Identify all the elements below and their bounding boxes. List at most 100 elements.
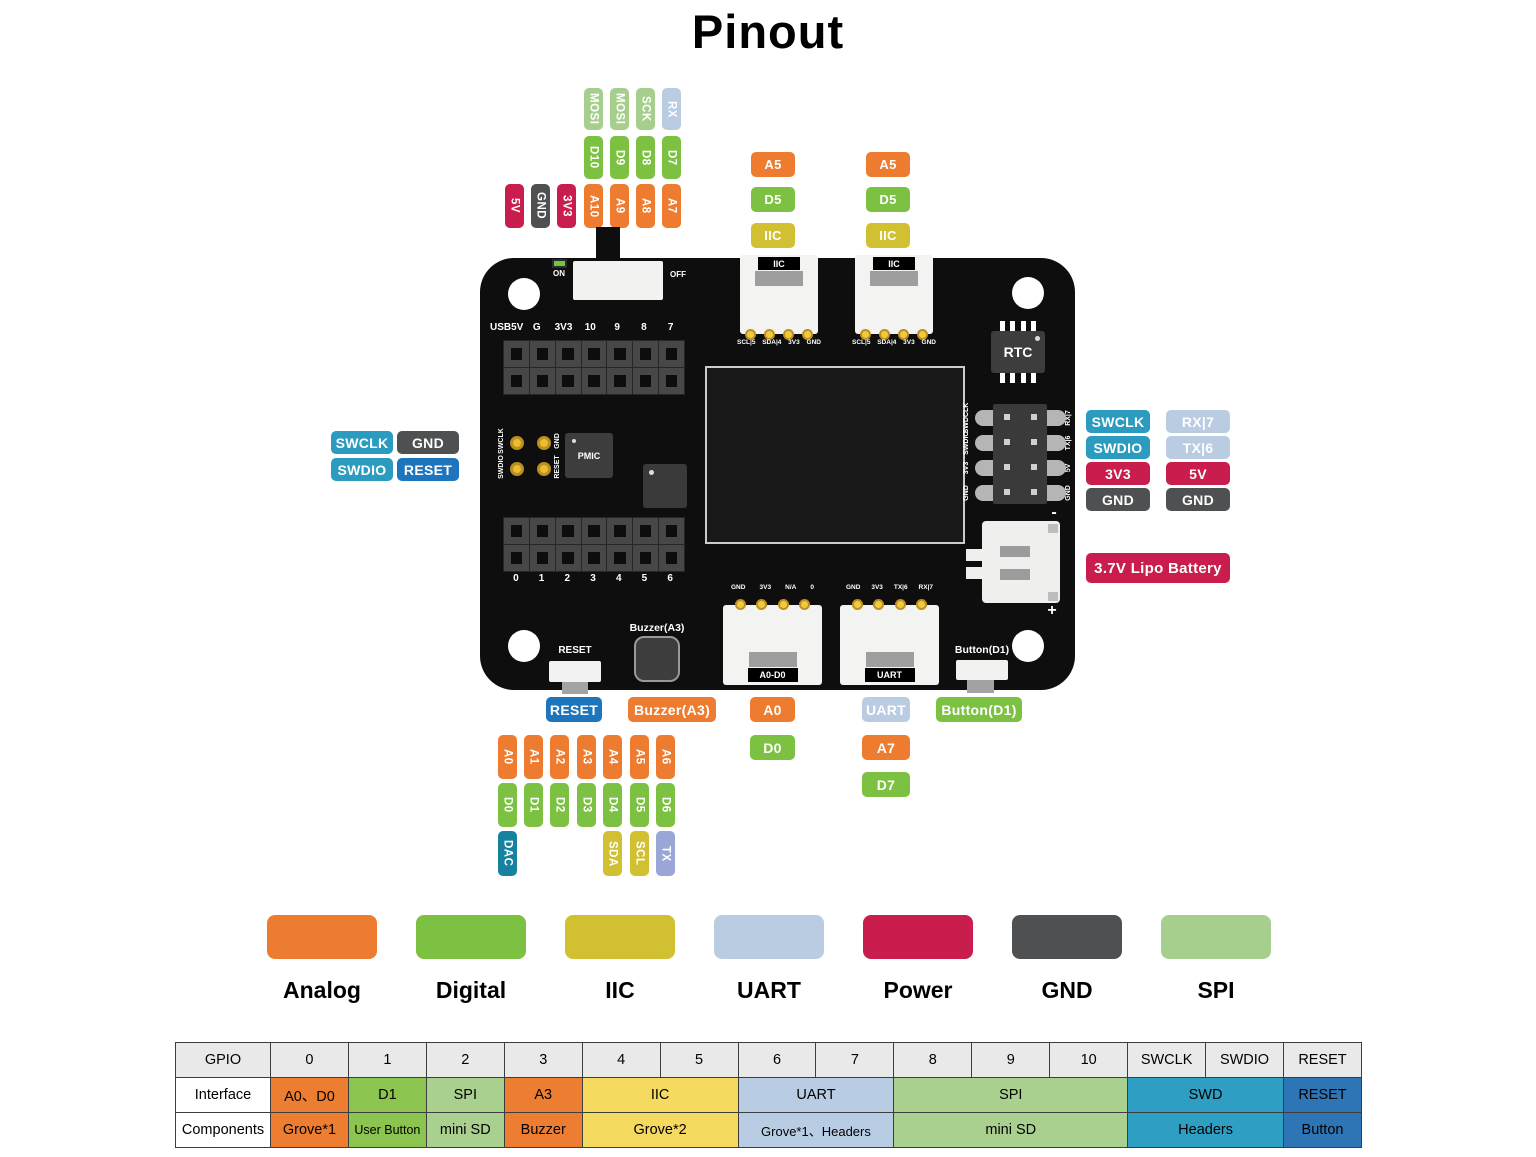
pin-pill-a7: A7 [662, 184, 681, 228]
hdr-label: 3 [590, 573, 596, 584]
pill-swclk-r: SWCLK [1086, 410, 1150, 433]
pin-hole [993, 454, 1020, 479]
pin-hole [555, 545, 581, 571]
chip-dot [572, 439, 576, 443]
pin-hole [633, 368, 659, 394]
user-button-tab [967, 680, 994, 693]
hdr-label: 0 [513, 573, 519, 584]
pill-gnd-r1: GND [1086, 488, 1150, 511]
pin-hole [581, 341, 607, 367]
pill-tx6: TX|6 [1166, 436, 1230, 459]
legend-label: Power [883, 977, 953, 1003]
grove-iic-tag: IIC [873, 257, 915, 270]
hdr-label: USB5V [490, 322, 524, 333]
legend-label: SPI [1197, 977, 1235, 1003]
pill-gnd: GND [397, 431, 459, 454]
header-pad [1046, 435, 1066, 451]
table-cell: IIC [581, 1077, 739, 1113]
legend-label: GND [1041, 977, 1093, 1003]
pin-hole [1020, 429, 1047, 454]
pin-header-bottom [503, 517, 685, 572]
pill-buzzer: Buzzer(A3) [628, 697, 716, 722]
table-cell: Components [175, 1112, 271, 1148]
hdr-label: 6 [667, 573, 673, 584]
table-cell: User Button [347, 1112, 427, 1148]
header-pad [1046, 410, 1066, 426]
pin-hole [993, 479, 1020, 504]
pin-hole [529, 341, 555, 367]
table-cell: mini SD [425, 1112, 505, 1148]
table-cell: UART [737, 1077, 895, 1113]
table-cell: GPIO [175, 1042, 271, 1078]
user-button [956, 660, 1008, 680]
hdr-label: 10 [584, 322, 596, 333]
pin-hole [659, 368, 684, 394]
buzzer-label: Buzzer(A3) [629, 622, 685, 634]
swd-pad [537, 462, 551, 476]
pill-swclk: SWCLK [331, 431, 393, 454]
table-cell: 3 [503, 1042, 583, 1078]
legend-spi: SPI [1161, 915, 1271, 1004]
pin-hole [607, 545, 633, 571]
pin-hole [633, 545, 659, 571]
iic1-pill-a5: A5 [751, 152, 795, 177]
pin-pill-ba4: A4 [603, 735, 622, 779]
reset-button-tab [562, 682, 588, 694]
rtc-legs-bottom [991, 373, 1045, 383]
pin-pill-bd5: D5 [630, 783, 649, 827]
display-area [705, 366, 965, 544]
iic2-pill-d5: D5 [866, 187, 910, 212]
pin-hole [504, 341, 529, 367]
pin-pill-ba1: A1 [524, 735, 543, 779]
battery-prong [966, 549, 984, 561]
legend-swatch [1161, 915, 1271, 959]
pin-hole [659, 518, 684, 544]
table-cell: SPI [425, 1077, 505, 1113]
header-pad [975, 410, 995, 426]
table-header-row: GPIO 0 1 2 3 4 5 6 7 8 9 10 SWCLK SWDIO … [175, 1042, 1363, 1078]
legend-label: UART [737, 977, 801, 1003]
pin-pill-ba5: A5 [630, 735, 649, 779]
pill-a0: A0 [750, 697, 795, 722]
mount-hole [1012, 277, 1044, 309]
legend-digital: Digital [416, 915, 526, 1004]
user-button-label: Button(D1) [954, 644, 1010, 656]
pin-hole [529, 545, 555, 571]
header-pad [975, 460, 995, 476]
pin-pill-bd0: D0 [498, 783, 517, 827]
switch-tab [596, 227, 620, 259]
hdr-label: 3V3 [554, 322, 573, 333]
grove-iic-tag: IIC [758, 257, 800, 270]
battery-prong [966, 567, 984, 579]
gpio-table: GPIO 0 1 2 3 4 5 6 7 8 9 10 SWCLK SWDIO … [175, 1042, 1363, 1148]
pin-pill-ba2: A2 [550, 735, 569, 779]
swd-header [993, 404, 1047, 504]
pin-hole [1020, 404, 1047, 429]
rheader-label-gnd: GND [963, 485, 970, 501]
table-cell: D1 [347, 1077, 427, 1113]
grove-a0-tag: A0-D0 [747, 668, 798, 682]
pin-hole [633, 341, 659, 367]
table-cell: mini SD [893, 1112, 1129, 1148]
legend-swatch [1012, 915, 1122, 959]
pin-pill-mosi-1: MOSI [584, 88, 603, 130]
table-cell: Headers [1127, 1112, 1284, 1148]
table-cell: SWD [1127, 1077, 1284, 1113]
pin-hole [529, 518, 555, 544]
legend-uart: UART [714, 915, 824, 1004]
header-pad [975, 485, 995, 501]
pill-3v3-r: 3V3 [1086, 462, 1150, 485]
iic1-pill-d5: D5 [751, 187, 795, 212]
table-cell: Buzzer [503, 1112, 583, 1148]
iic2-pill-a5: A5 [866, 152, 910, 177]
legend-swatch [863, 915, 973, 959]
pin-hole [1020, 454, 1047, 479]
buzzer [634, 636, 680, 682]
table-cell: RESET [1282, 1042, 1363, 1078]
mount-hole [508, 278, 540, 310]
pill-button-d1: Button(D1) [936, 697, 1022, 722]
table-cell: Grove*1、Headers [737, 1112, 895, 1148]
